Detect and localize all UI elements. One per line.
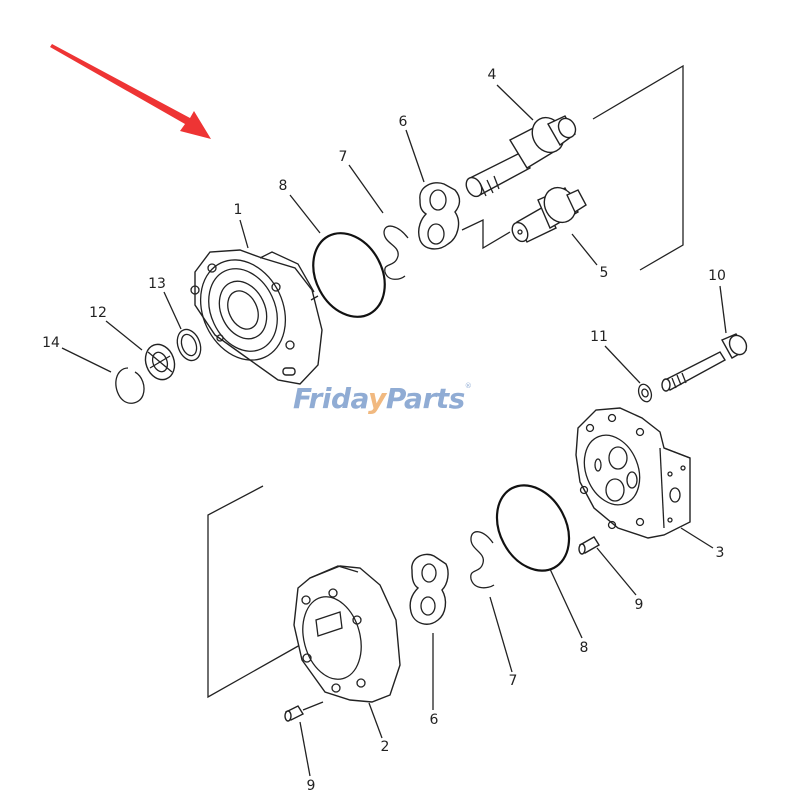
watermark-text-parts: Parts <box>385 382 465 415</box>
callout-5: 5 <box>599 265 609 281</box>
part-4-drive-gear-shaft <box>465 115 577 198</box>
part-12-oil-seal <box>144 343 176 381</box>
callout-2: 2 <box>380 739 390 755</box>
callout-6-upper: 6 <box>398 114 408 130</box>
callout-8-upper: 8 <box>278 178 288 194</box>
part-11-washer <box>637 383 653 403</box>
part-6-bushing-upper <box>417 182 461 250</box>
callout-7-upper: 7 <box>338 149 348 165</box>
part-2-gear-body <box>293 565 401 703</box>
watermark-text-friday: Frida <box>293 382 369 415</box>
part-8-o-ring-upper <box>312 232 386 318</box>
callout-8-lower: 8 <box>579 640 589 656</box>
callout-7-lower: 7 <box>508 673 518 689</box>
callout-11: 11 <box>590 329 608 345</box>
part-8-o-ring-lower <box>495 484 571 572</box>
callout-12: 12 <box>89 305 107 321</box>
callout-6-lower: 6 <box>429 712 439 728</box>
part-10-bolt <box>661 333 748 392</box>
red-arrow-icon <box>50 44 211 139</box>
part-3-rear-cover <box>575 407 691 539</box>
part-9-dowel-pin-bottom <box>284 705 305 722</box>
callout-9-bottom: 9 <box>306 778 316 794</box>
callout-9-right: 9 <box>634 597 644 613</box>
callout-14: 14 <box>42 335 60 351</box>
callout-4: 4 <box>487 67 497 83</box>
part-7-clip-upper <box>383 225 409 280</box>
watermark-accent-check: y <box>368 382 386 415</box>
callout-10: 10 <box>708 268 726 284</box>
callout-1: 1 <box>233 202 243 218</box>
part-6-bushing-lower <box>409 553 449 625</box>
part-7-clip-lower <box>470 531 495 589</box>
fridayparts-watermark-logo: FridayParts® <box>293 382 472 415</box>
callout-3: 3 <box>715 545 725 561</box>
callout-13: 13 <box>148 276 166 292</box>
part-5-driven-gear <box>511 186 587 243</box>
part-1-front-cover <box>190 249 323 385</box>
leader-lines <box>61 84 727 777</box>
registered-mark: ® <box>464 382 472 390</box>
part-9-dowel-pin-right <box>578 536 600 555</box>
assembly-bracket-lines <box>207 64 684 699</box>
part-14-snap-ring <box>115 367 145 404</box>
part-13-seal-washer <box>176 328 202 362</box>
